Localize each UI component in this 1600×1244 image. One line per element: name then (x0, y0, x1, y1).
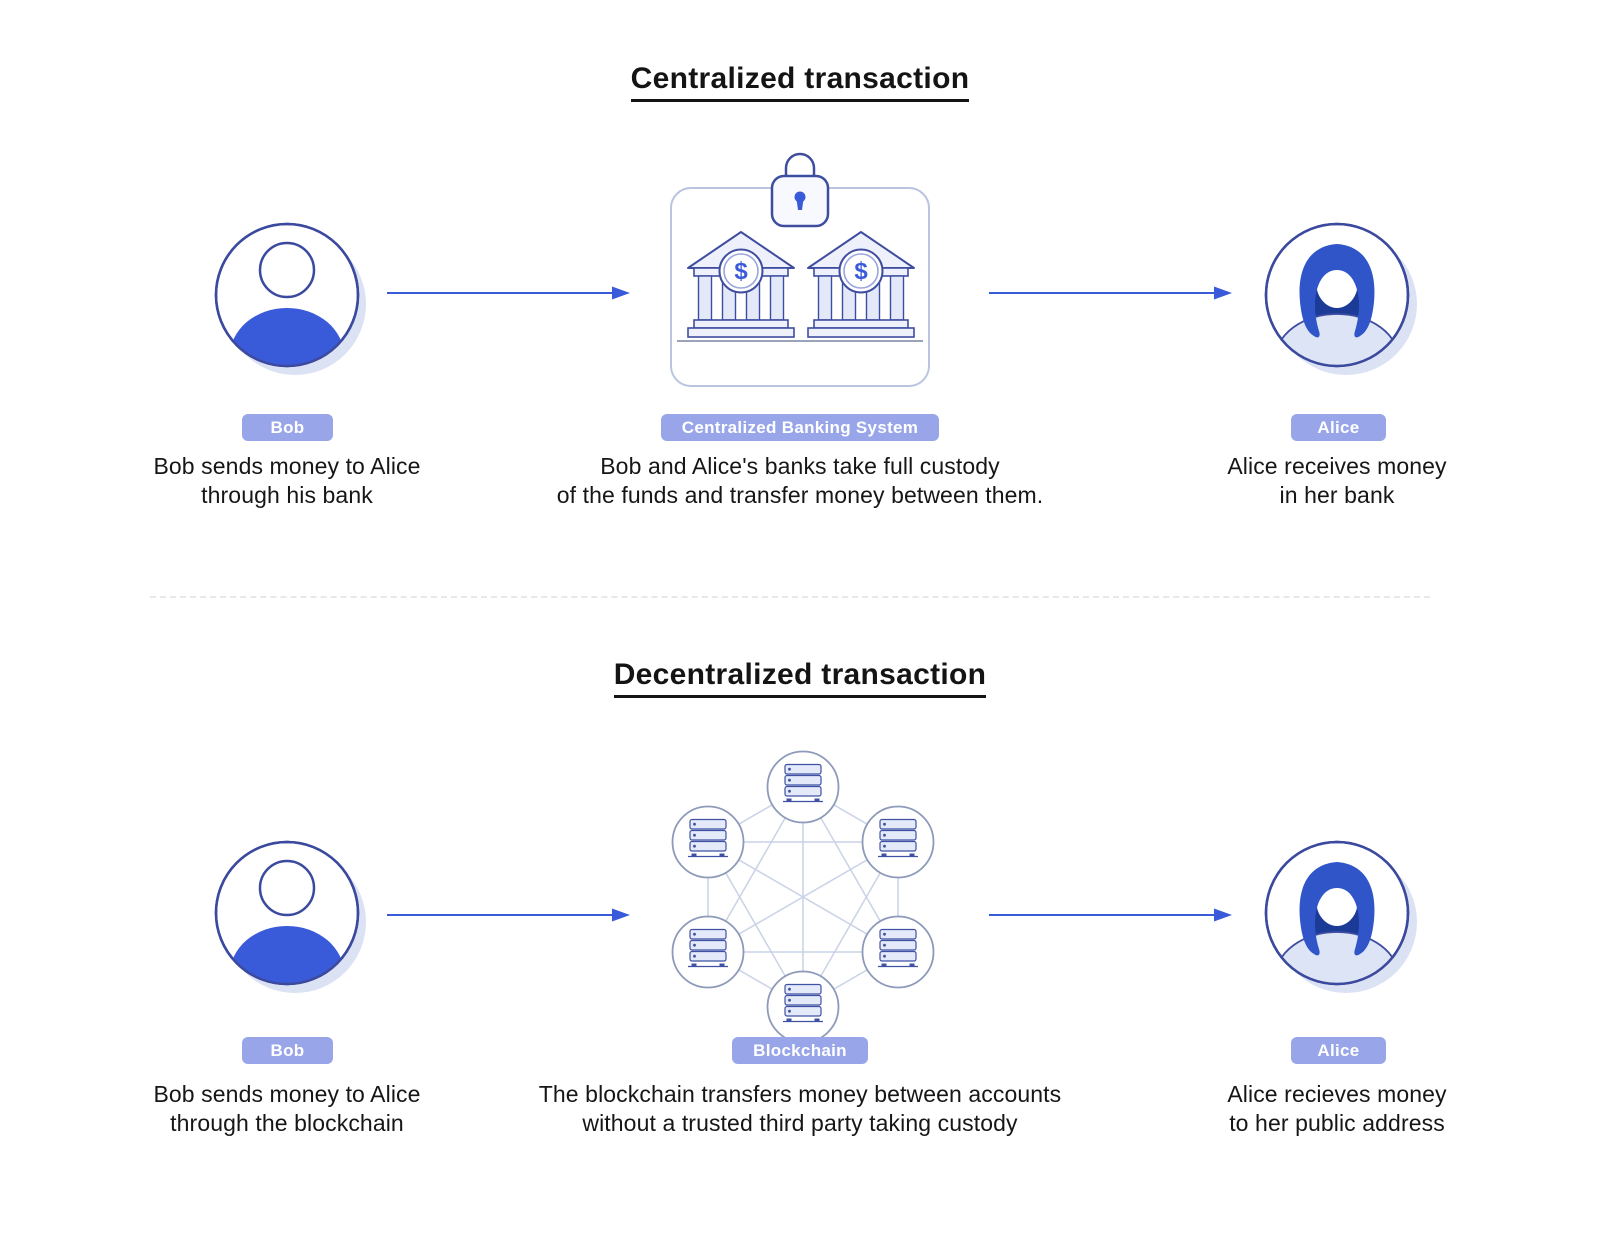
arrow-right-icon (989, 908, 1232, 922)
alice-badge: Alice (1291, 414, 1386, 441)
bob-badge: Bob (242, 1037, 333, 1064)
alice-caption: Alice recieves money to her public addre… (1227, 1081, 1447, 1136)
server-stack-icon (861, 805, 935, 879)
server-stack-icon (766, 970, 840, 1044)
blockchain-caption: The blockchain transfers money between a… (538, 1081, 1062, 1136)
alice-badge: Alice (1291, 1037, 1386, 1064)
blockchain-network-icon (671, 750, 935, 1044)
padlock-icon (770, 152, 830, 228)
blockchain-badge: Blockchain (732, 1037, 868, 1064)
bob-avatar-icon (202, 828, 377, 1003)
decentralized-title: Decentralized transaction (0, 658, 1600, 698)
bob-avatar-icon (202, 210, 377, 385)
server-stack-icon (671, 805, 745, 879)
arrow-right-icon (387, 908, 630, 922)
bob-caption: Bob sends money to Alice through the blo… (153, 1081, 421, 1136)
alice-avatar-icon (1252, 210, 1427, 385)
centralized-banking-caption: Bob and Alice's banks take full custody … (556, 453, 1044, 508)
server-stack-icon (766, 750, 840, 824)
centralized-banking-icon (670, 152, 930, 387)
centralized-banking-badge: Centralized Banking System (661, 414, 939, 441)
centralized-title: Centralized transaction (0, 62, 1600, 102)
server-stack-icon (861, 915, 935, 989)
bob-caption: Bob sends money to Alice through his ban… (153, 453, 421, 508)
arrow-right-icon (989, 286, 1232, 300)
alice-caption: Alice receives money in her bank (1227, 453, 1447, 508)
arrow-right-icon (387, 286, 630, 300)
bob-badge: Bob (242, 414, 333, 441)
section-divider (150, 596, 1430, 598)
alice-avatar-icon (1252, 828, 1427, 1003)
server-stack-icon (671, 915, 745, 989)
